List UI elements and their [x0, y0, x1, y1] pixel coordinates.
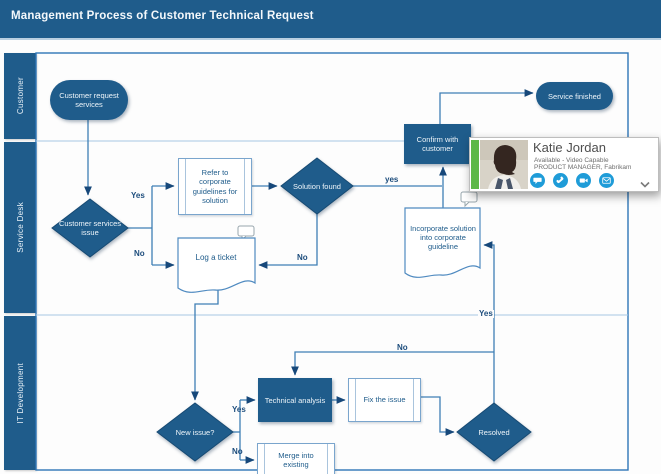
email-button[interactable]	[599, 173, 614, 188]
contact-card: Katie Jordan Available - Video Capable P…	[469, 137, 659, 192]
lane-customer: Customer	[4, 53, 36, 139]
diagram-frame	[35, 52, 629, 471]
comment-bubble-icon	[237, 225, 255, 242]
document-incorporate-solution[interactable]: Incorporate solution into corporate guid…	[410, 223, 476, 251]
process-technical-analysis[interactable]: Technical analysis	[258, 378, 332, 422]
comment-bubble-icon	[460, 191, 478, 208]
chat-button[interactable]	[530, 173, 545, 188]
edge-label-issue-no: No	[134, 249, 145, 258]
decision-new-issue[interactable]: New issue?	[175, 427, 215, 437]
process-fix-the-issue[interactable]: Fix the issue	[348, 378, 421, 422]
lane-it-development-label: IT Development	[15, 362, 25, 424]
decision-solution-found[interactable]: Solution found	[293, 181, 341, 191]
chevron-down-icon	[640, 181, 650, 188]
edge-label-resolved-no: No	[397, 343, 408, 352]
page-title: Management Process of Customer Technical…	[11, 10, 314, 22]
edge-label-solution-no: No	[297, 253, 308, 262]
chat-icon	[533, 177, 542, 184]
decision-resolved[interactable]: Resolved	[478, 427, 510, 437]
email-icon	[602, 177, 611, 184]
lane-customer-label: Customer	[15, 77, 25, 115]
contact-role: PRODUCT MANAGER, Fabrikam	[534, 164, 632, 171]
process-refer-to-corporate-guidelines[interactable]: Refer to corporate guidelines for soluti…	[178, 158, 252, 215]
call-button[interactable]	[553, 173, 568, 188]
title-bar: Management Process of Customer Technical…	[0, 0, 661, 40]
process-merge-into-existing[interactable]: Merge into existing	[257, 443, 335, 474]
phone-icon	[556, 176, 564, 184]
edge-label-new-issue-no: No	[232, 447, 243, 456]
more-options-button[interactable]	[639, 177, 651, 188]
avatar[interactable]	[480, 140, 528, 189]
edge-label-resolved-yes: Yes	[478, 309, 494, 318]
edge-label-solution-yes: yes	[385, 175, 399, 184]
end-service-finished[interactable]: Service finished	[536, 82, 613, 110]
start-customer-request-services[interactable]: Customer request services	[50, 80, 128, 120]
video-icon	[579, 178, 588, 183]
contact-status: Available - Video Capable	[534, 156, 609, 164]
decision-customer-services-issue[interactable]: Customer services issue	[58, 219, 122, 237]
contact-name: Katie Jordan	[533, 140, 606, 155]
video-button[interactable]	[576, 173, 591, 188]
lane-service-desk: Service Desk	[4, 142, 36, 313]
document-log-a-ticket[interactable]: Log a ticket	[195, 253, 237, 263]
process-confirm-with-customer[interactable]: Confirm with customer	[404, 124, 471, 164]
lane-service-desk-label: Service Desk	[15, 202, 25, 253]
edge-label-issue-yes: Yes	[131, 191, 145, 200]
presence-available-bar	[471, 140, 479, 189]
lane-it-development: IT Development	[4, 316, 36, 470]
edge-label-new-issue-yes: Yes	[232, 405, 246, 414]
